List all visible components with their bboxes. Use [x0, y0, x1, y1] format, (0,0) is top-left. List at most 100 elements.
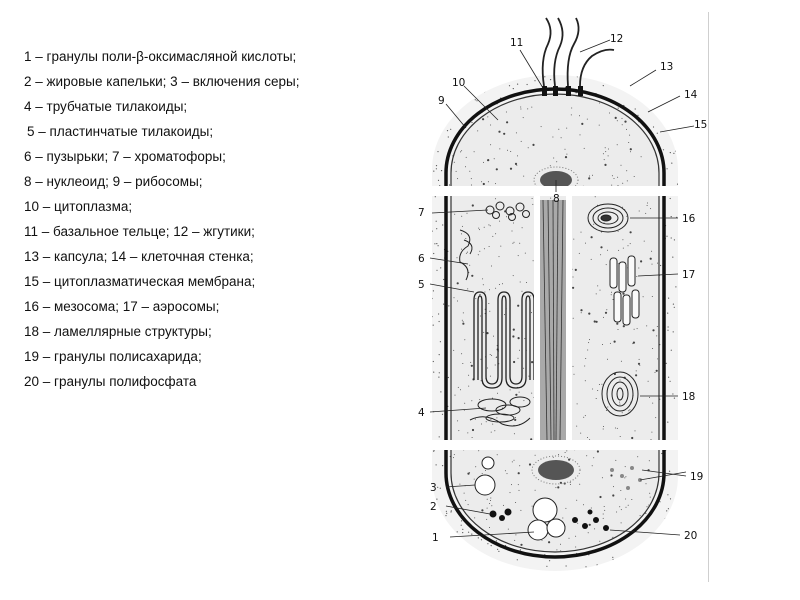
capsule-stipple: [550, 79, 552, 81]
ribosome-dot: [560, 137, 562, 139]
capsule-stipple: [497, 75, 499, 77]
capsule-stipple: [669, 78, 671, 80]
ribosome-dot: [516, 164, 518, 166]
capsule-stipple: [445, 510, 447, 512]
ribosome-dot: [607, 155, 609, 157]
ribosome-dot: [589, 339, 590, 341]
capsule-stipple: [656, 132, 658, 134]
ribosome-dot: [615, 459, 617, 461]
ribosome-dot: [524, 252, 526, 254]
ribosome-dot: [638, 358, 640, 360]
capsule-stipple: [471, 564, 473, 566]
ribosome-dot: [593, 457, 595, 459]
ribosome-dot: [560, 550, 562, 551]
ribosome-dot: [515, 502, 517, 503]
ribosome-dot: [489, 527, 490, 528]
ribosome-dot: [495, 233, 497, 235]
capsule-stipple: [433, 252, 435, 255]
ribosome-dot: [600, 254, 602, 256]
capsule-stipple: [635, 562, 637, 564]
ribosome-dot: [579, 483, 581, 485]
ribosome-dot: [512, 335, 515, 338]
capsule-stipple: [441, 170, 443, 172]
capsule-stipple: [649, 97, 651, 99]
capsule-stipple: [650, 89, 652, 91]
capsule-stipple: [471, 533, 473, 535]
lamellar-structures: [601, 371, 639, 417]
ribosome-dot: [640, 260, 643, 263]
capsule-stipple: [438, 372, 440, 374]
ribosome-dot: [626, 170, 628, 172]
ribosome-dot: [605, 264, 607, 266]
ribosome-dot: [638, 267, 640, 269]
ribosome-dot: [491, 354, 493, 356]
ribosome-dot: [564, 452, 566, 453]
ribosome-dot: [469, 547, 471, 549]
ribosome-dot: [487, 116, 489, 118]
capsule-stipple: [472, 93, 475, 95]
ribosome-dot: [588, 177, 591, 180]
nucleoid-strand: [540, 199, 566, 441]
flagella: [541, 17, 615, 87]
ribosome-dot: [637, 456, 639, 458]
label-5: 5: [418, 279, 425, 291]
ribosome-dot: [505, 111, 507, 113]
ribosome-dot: [585, 358, 587, 359]
ribosome-dot: [645, 212, 647, 214]
capsule-stipple: [565, 565, 567, 567]
capsule-stipple: [438, 538, 441, 541]
ribosome-dot: [513, 241, 515, 243]
ribosome-dot: [616, 144, 618, 146]
ribosome-dot: [520, 140, 522, 142]
ribosome-dot: [603, 159, 605, 161]
capsule-stipple: [637, 114, 639, 116]
label-8: 8: [553, 193, 560, 205]
ribosome-dot: [494, 364, 496, 366]
ribosome-dot: [468, 385, 470, 387]
ribosome-dot: [477, 130, 479, 132]
ribosome-dot: [629, 134, 631, 136]
capsule-stipple: [443, 303, 445, 305]
ribosome-dot: [562, 517, 564, 519]
capsule-stipple: [666, 168, 668, 170]
ribosome-dot: [530, 438, 533, 441]
ribosome-dot: [480, 358, 482, 360]
ribosome-dot: [453, 297, 455, 299]
ribosome-dot: [467, 472, 470, 475]
ribosome-dot: [496, 417, 498, 419]
ribosome-dot: [493, 335, 494, 337]
ribosome-dot: [631, 499, 633, 500]
capsule-stipple: [433, 170, 435, 172]
ribosome-dot: [453, 454, 455, 456]
capsule-stipple: [472, 89, 475, 91]
legend-item-11-12: 11 – базальное тельце; 12 – жгутики;: [24, 224, 255, 239]
ribosome-dot: [603, 426, 604, 427]
ribosome-dot: [560, 543, 561, 545]
ribosome-dot: [460, 151, 461, 153]
ribosome-dot: [629, 148, 632, 151]
ribosome-dot: [603, 506, 605, 507]
capsule-stipple: [619, 87, 621, 89]
ribosome-dot: [580, 309, 583, 312]
ribosome-dot: [605, 410, 607, 411]
ribosome-dot: [511, 230, 513, 232]
ribosome-dot: [457, 420, 459, 422]
capsule-stipple: [667, 329, 669, 331]
ribosome-dot: [515, 534, 517, 536]
ribosome-dot: [503, 504, 504, 506]
capsule-stipple: [673, 152, 675, 154]
ribosome-dot: [464, 402, 466, 404]
capsule-stipple: [640, 88, 643, 90]
ribosome-dot: [611, 291, 612, 293]
ribosome-dot: [513, 222, 514, 224]
capsule-stipple: [434, 196, 436, 198]
ribosome-dot: [518, 489, 520, 491]
ribosome-dot: [517, 472, 520, 475]
label-10: 10: [452, 77, 465, 89]
ribosome-dot: [465, 238, 467, 239]
capsule-stipple: [477, 537, 479, 539]
ribosome-dot: [580, 432, 582, 434]
ribosome-dot: [509, 389, 511, 391]
ribosome-dot: [635, 374, 638, 377]
ribosome-dot: [495, 183, 496, 185]
